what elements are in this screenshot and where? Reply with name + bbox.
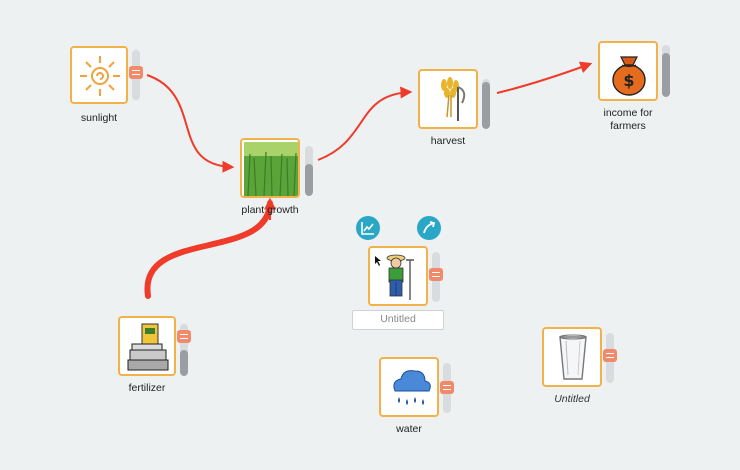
node-farmer-image[interactable] [368, 246, 428, 306]
rain-cloud-icon [393, 370, 431, 405]
node-income-label[interactable]: income for farmers [588, 107, 668, 133]
node-harvest-slider[interactable] [482, 79, 490, 129]
link-arrow-icon [423, 221, 436, 234]
node-income-label-text: income for farmers [603, 107, 653, 132]
slider-fill [662, 52, 670, 97]
node-water-link-handle[interactable] [440, 381, 454, 394]
slider-fill [482, 81, 490, 129]
link-harvest-to-income[interactable] [496, 61, 593, 94]
node-fertilizer-label[interactable]: fertilizer [128, 382, 166, 394]
node-plant-growth-image[interactable] [240, 138, 300, 198]
link-tool-button[interactable] [417, 216, 441, 240]
slider-fill [180, 350, 188, 376]
node-farmer-title-input[interactable]: Untitled [352, 310, 444, 330]
grass-icon [244, 142, 298, 196]
graph-icon [361, 222, 374, 235]
node-fertilizer-image[interactable] [118, 316, 176, 376]
node-plant-growth-slider[interactable] [305, 146, 313, 196]
node-fertilizer-slider[interactable] [180, 324, 188, 376]
node-glass-image[interactable] [542, 327, 602, 387]
wheat-sickle-icon [441, 77, 466, 121]
link-plant-growth-to-harvest[interactable] [317, 86, 413, 161]
node-sunlight-label[interactable]: sunlight [80, 112, 118, 124]
node-sunlight-link-handle[interactable] [129, 66, 143, 79]
node-glass-label[interactable]: Untitled [554, 393, 590, 405]
slider-fill [305, 163, 313, 196]
farmer-icon [375, 254, 414, 300]
node-glass-link-handle[interactable] [603, 349, 617, 362]
node-harvest-label[interactable]: harvest [430, 135, 466, 147]
node-harvest-image[interactable] [418, 69, 478, 129]
node-sunlight-image[interactable] [70, 46, 128, 104]
glass-icon [559, 334, 587, 380]
link-sunlight-to-plant-growth[interactable] [146, 74, 235, 173]
node-plant-growth-label[interactable]: plant growth [241, 204, 299, 216]
fertilizer-bags-icon [127, 323, 169, 371]
money-bag-icon: $ [612, 56, 646, 96]
node-farmer-link-handle[interactable] [429, 268, 443, 281]
svg-text:$: $ [623, 71, 634, 90]
node-water-label[interactable]: water [396, 423, 422, 435]
node-income-slider[interactable] [662, 45, 670, 97]
sun-icon [80, 56, 120, 96]
graph-tool-button[interactable] [356, 216, 380, 240]
link-fertilizer-to-plant-growth[interactable] [144, 200, 273, 299]
node-fertilizer-link-handle[interactable] [177, 330, 191, 343]
node-income-image[interactable]: $ [598, 41, 658, 101]
node-water-image[interactable] [379, 357, 439, 417]
